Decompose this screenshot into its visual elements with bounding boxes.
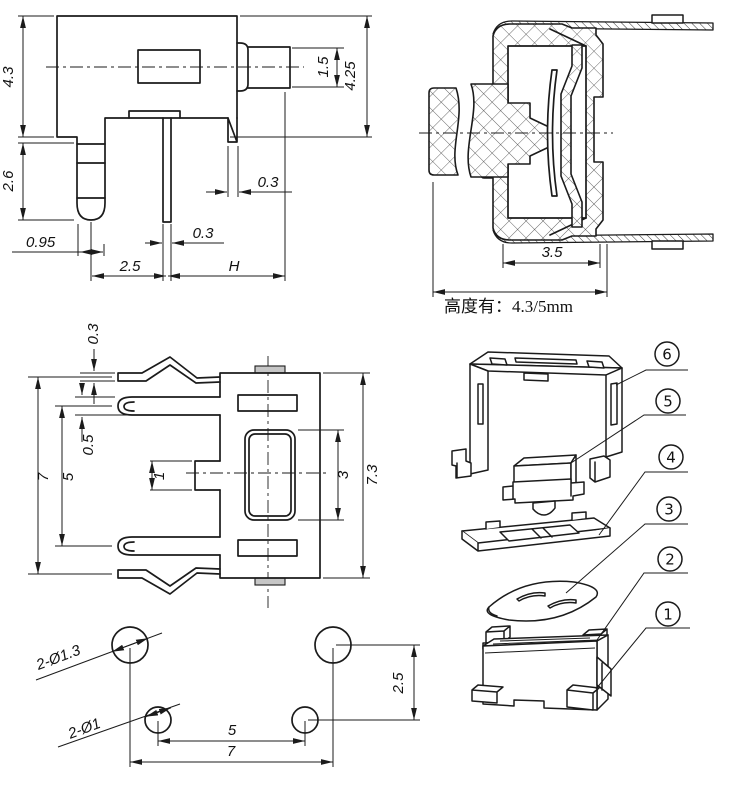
balloon-4-label: 4 (666, 449, 676, 467)
dim-label-large-pitch: 7 (227, 743, 236, 760)
edge-tab-bottom (254, 577, 286, 586)
dim-label-edge-offset: 0.3 (258, 174, 280, 191)
top-view: 0.3 0.5 1 5 7 3 (28, 323, 381, 608)
dim-label-slot-width: 1 (151, 472, 168, 480)
dim-label-row-pitch: 2.5 (390, 672, 407, 695)
side-corner-block (227, 117, 238, 143)
clip-tab-upper (117, 356, 221, 384)
side-bottom-boss (128, 110, 181, 119)
dim-pin-thickness-top: 0.5 (75, 383, 158, 456)
pin-tab-bottom (651, 240, 684, 250)
top-body-outline (219, 372, 321, 579)
dim-body-width: 7.3 (323, 372, 381, 579)
dim-cavity-width: 3.5 (502, 244, 601, 268)
edge-tab-top (254, 365, 286, 374)
dim-label-base-height: 2.6 (0, 170, 17, 193)
dim-label-cavity-width: 3.5 (542, 244, 564, 261)
exploded-view: 6 5 4 3 2 1 (451, 341, 690, 711)
side-body-outline (56, 15, 238, 221)
dim-label-leg-width: 0.95 (26, 234, 56, 251)
contact-terminal-section (560, 44, 583, 228)
dim-body-height: 4.3 (0, 15, 54, 138)
side-inner-window (137, 49, 201, 84)
dim-label-small-pitch: 5 (228, 722, 237, 739)
dim-stem-diameter: 1.5 (292, 47, 344, 88)
part-callouts: 6 5 4 3 2 1 (565, 341, 690, 690)
dim-label-lead-pitch: 2.5 (119, 258, 142, 275)
dim-small-pitch: 5 (157, 721, 306, 746)
side-slot-upper (237, 394, 298, 412)
dim-clip-thickness: 0.3 (80, 323, 115, 404)
footprint-view: 2-Ø1.3 2-Ø1 5 7 2.5 (33, 626, 420, 767)
top-notch (194, 460, 221, 491)
dim-base-height: 2.6 (0, 142, 74, 221)
balloon-2 (657, 546, 683, 572)
dim-pin-span: 5 (55, 405, 112, 547)
dim-label-body-width: 7.3 (364, 464, 381, 486)
section-view: 3.5 高度有：4.3/5mm (419, 14, 714, 316)
dim-label-clip-span: 7 (35, 472, 52, 481)
dim-lead-pitch: 2.5 (90, 222, 172, 281)
dim-label-pin-thickness: 0.3 (193, 225, 215, 242)
side-center-pin (162, 117, 172, 223)
balloon-5-label: 5 (663, 393, 673, 411)
label-small-holes: 2-Ø1 (65, 715, 103, 743)
dim-label-pin-span: 5 (60, 472, 77, 481)
pin-tab-top (651, 14, 684, 24)
dim-height-var: H (168, 92, 286, 281)
dim-stem-width: 3 (298, 429, 352, 521)
stem-outline-outer (244, 429, 296, 521)
part-button (502, 454, 585, 516)
stem-outline-inner (248, 433, 292, 517)
dim-large-pitch: 7 (129, 648, 334, 767)
top-pin-upper (117, 396, 221, 416)
balloon-4 (658, 444, 684, 470)
actuator-flange (236, 42, 249, 92)
dim-label-height-var: H (229, 258, 240, 275)
dim-slot-width: 1 (149, 460, 192, 491)
dim-overall-width (432, 182, 608, 297)
side-view: 4.3 2.6 0.95 2.5 H 0.3 (0, 15, 372, 281)
dome-section (546, 69, 558, 197)
dim-label-overall-height: 4.25 (342, 61, 359, 91)
balloon-3 (656, 496, 682, 522)
balloon-5 (655, 388, 681, 414)
part-base (471, 625, 612, 711)
dim-edge-offset: 0.3 (206, 146, 292, 197)
label-large-holes: 2-Ø1.3 (33, 642, 83, 675)
balloon-1 (655, 601, 681, 627)
part-dome (486, 580, 598, 622)
dim-label-body-height: 4.3 (0, 66, 17, 88)
dim-label-stem-diameter: 1.5 (315, 56, 332, 78)
dim-label-stem-width: 3 (335, 470, 352, 479)
part-spacer (461, 511, 611, 552)
side-leg-lines (76, 143, 106, 199)
top-pin-lower (117, 536, 221, 556)
plunger-section (467, 83, 550, 178)
dim-pin-thickness: 0.3 (145, 225, 224, 246)
balloon-2-label: 2 (665, 551, 675, 569)
dim-label-clip-thickness: 0.3 (85, 323, 102, 345)
dim-clip-span: 7 (28, 376, 112, 575)
knob-section (428, 87, 460, 176)
actuator-stem (247, 46, 291, 89)
callout-large-holes: 2-Ø1.3 (33, 632, 163, 681)
dim-overall-height: 4.25 (230, 15, 372, 138)
balloon-3-label: 3 (664, 501, 674, 519)
dim-leg-width: 0.95 (12, 224, 105, 256)
dim-row-pitch: 2.5 (308, 644, 420, 721)
balloon-6-label: 6 (662, 346, 672, 364)
balloon-1-label: 1 (663, 606, 673, 624)
side-slot-lower (237, 539, 298, 557)
dim-label-pin-thickness-top: 0.5 (80, 434, 97, 456)
height-options-note: 高度有：4.3/5mm (444, 297, 573, 316)
part-cover-frame (451, 351, 623, 483)
balloon-6 (654, 341, 680, 367)
clip-tab-lower (117, 567, 221, 595)
